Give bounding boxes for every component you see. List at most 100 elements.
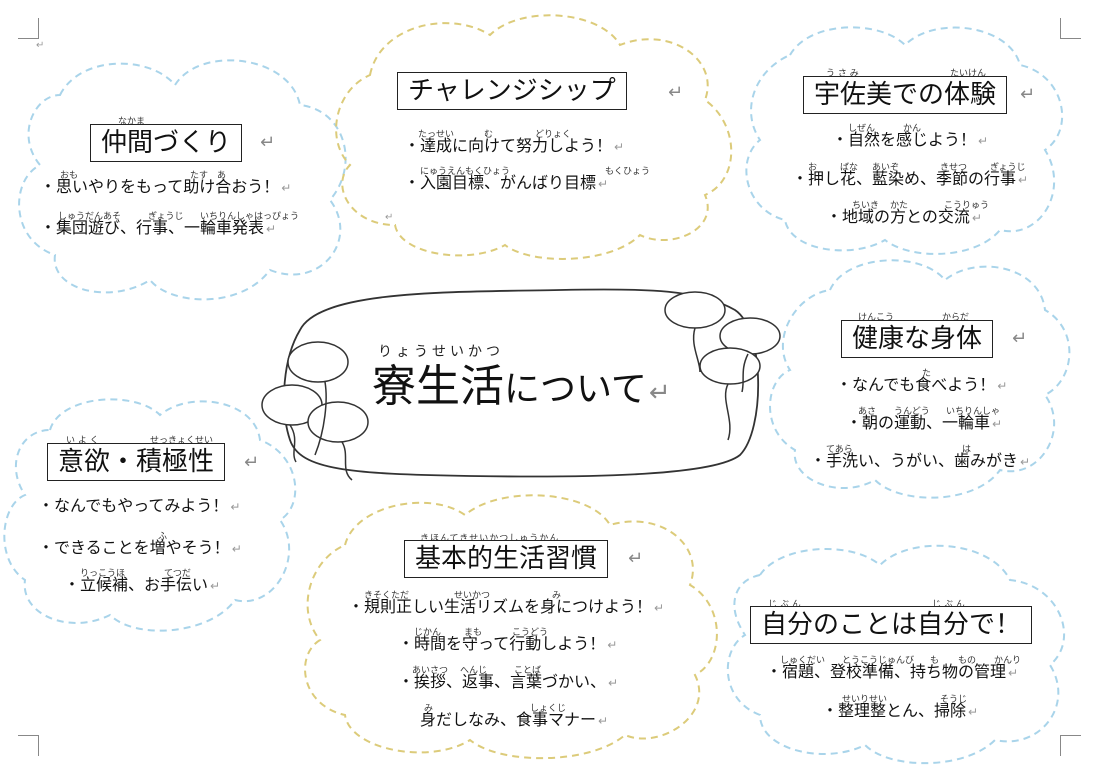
ruby: しょくじ bbox=[530, 704, 567, 714]
ruby: いちりんしゃはっぴょう bbox=[200, 212, 300, 222]
return-mark: ↵ bbox=[607, 638, 618, 652]
center-title-kana: について bbox=[504, 369, 647, 410]
return-mark: ↵ bbox=[231, 542, 242, 556]
ruby: しゅくだい bbox=[780, 656, 826, 666]
ruby: せいりせい bbox=[842, 695, 888, 705]
return-mark: ↵ bbox=[281, 181, 292, 195]
line-text: 身だしなみ、食事マナー bbox=[420, 710, 597, 729]
title-usami: 宇佐美での体験 bbox=[803, 76, 1008, 114]
return-mark: ↵ bbox=[648, 378, 671, 408]
ruby: ぎょうじ bbox=[990, 163, 1026, 173]
ruby: もくひょう bbox=[605, 167, 651, 177]
return-mark: ↵ bbox=[1018, 173, 1029, 187]
return-mark: ↵ bbox=[598, 177, 609, 191]
line-text: ・達成に向けて努力しよう！ bbox=[404, 136, 613, 155]
ruby: かん bbox=[903, 124, 922, 134]
line-kihon-2: ・時間を守って行動しよう！↵ bbox=[398, 634, 617, 655]
return-mark: ↵ bbox=[598, 714, 609, 728]
line-text: ・なんでも食べよう！ bbox=[836, 375, 996, 394]
return-mark: ↵ bbox=[614, 140, 625, 154]
ruby: にゅうえんもくひょう bbox=[420, 167, 511, 177]
title-kenkou: 健康な身体 bbox=[841, 320, 994, 358]
line-text: ・地域の方との交流 bbox=[826, 207, 970, 226]
return-mark: ↵ bbox=[260, 132, 276, 153]
return-mark: ↵ bbox=[654, 601, 665, 615]
cloud-challenge bbox=[335, 14, 733, 260]
line-nakama-2: ・集団遊び、行事、一輪車発表↵ bbox=[40, 218, 276, 239]
cloud-kenkou bbox=[769, 259, 1071, 499]
title-usami-text: 宇佐美での体験 bbox=[814, 80, 997, 110]
line-text: ・なんでもやってみよう！ bbox=[38, 496, 229, 515]
line-iyoku-3: ・立候補、お手伝い↵ bbox=[64, 575, 220, 596]
line-usami-1: ・自然を感じよう！↵ bbox=[832, 130, 988, 151]
ruby: まも bbox=[464, 628, 483, 638]
line-usami-3: ・地域の方との交流↵ bbox=[826, 207, 982, 228]
ruby: そうじ bbox=[940, 695, 968, 705]
line-jibun-1: ・宿題、登校準備、持ち物の管理↵ bbox=[766, 662, 1018, 683]
return-mark: ↵ bbox=[992, 417, 1003, 431]
title-nakama-text: 仲間づくり bbox=[101, 128, 232, 158]
ruby: み bbox=[424, 704, 434, 714]
ruby: い よ く bbox=[66, 436, 99, 446]
cloud-jibun bbox=[726, 544, 1066, 765]
line-challenge-1: ・達成に向けて努力しよう！↵ bbox=[404, 136, 624, 157]
crop-mark-bottom-left bbox=[18, 735, 39, 756]
line-kihon-1: ・規則正しい生活リズムを身につけよう！↵ bbox=[348, 597, 664, 618]
paragraph-mark: ↵ bbox=[36, 40, 45, 51]
title-iyoku-text: 意欲・積極性 bbox=[58, 447, 215, 477]
cloud-nakama bbox=[18, 59, 347, 301]
balloon-left-3 bbox=[307, 401, 369, 443]
line-kihon-4: 身だしなみ、食事マナー↵ bbox=[420, 710, 608, 731]
ruby: ちいき bbox=[852, 201, 880, 211]
line-text: ・規則正しい生活リズムを身につけよう！ bbox=[348, 597, 653, 616]
ruby: じかん bbox=[414, 628, 442, 638]
ruby: かた bbox=[890, 201, 909, 211]
crop-mark-top-left bbox=[18, 18, 39, 39]
title-jibun-text: 自分のことは自分で！ bbox=[761, 610, 1022, 640]
ruby: たっせい bbox=[418, 130, 455, 140]
cloud-kihon bbox=[304, 494, 718, 760]
line-text: ・できることを増やそう！ bbox=[38, 538, 230, 557]
ruby: しゅうだんあそ bbox=[58, 212, 122, 222]
line-text: ・宿題、登校準備、持ち物の管理 bbox=[766, 662, 1007, 681]
line-nakama-1: ・思いやりをもって助け合おう！↵ bbox=[40, 177, 291, 198]
ruby: も bbox=[930, 656, 940, 666]
crop-mark-bottom-right bbox=[1060, 735, 1081, 756]
return-mark: ↵ bbox=[668, 82, 684, 103]
ruby: けんこう bbox=[858, 313, 895, 323]
line-kenkou-1: ・なんでも食べよう！↵ bbox=[836, 375, 1007, 396]
center-title-kanji: 寮生活 bbox=[372, 361, 504, 412]
ruby: たす あ bbox=[190, 171, 227, 181]
ruby: ぎょうじ bbox=[148, 212, 184, 222]
ruby: せっきょくせい bbox=[150, 436, 214, 446]
ruby: こうどう bbox=[512, 628, 549, 638]
return-mark: ↵ bbox=[628, 548, 644, 569]
line-text: ・時間を守って行動しよう！ bbox=[398, 634, 606, 653]
line-text: ・整理整とん、掃除 bbox=[822, 701, 967, 720]
ruby: とうこうじゅんび bbox=[842, 656, 915, 666]
return-mark: ↵ bbox=[608, 676, 619, 690]
ruby: しぜん bbox=[848, 124, 876, 134]
ruby: ことば bbox=[514, 666, 542, 676]
ruby: もの bbox=[958, 656, 977, 666]
return-mark: ↵ bbox=[1020, 84, 1036, 105]
return-mark: ↵ bbox=[210, 579, 221, 593]
ruby: み bbox=[552, 591, 562, 601]
return-mark: ↵ bbox=[1008, 666, 1019, 680]
ruby: む bbox=[484, 130, 494, 140]
title-iyoku: 意欲・積極性 bbox=[47, 443, 226, 481]
ruby: からだ bbox=[942, 313, 970, 323]
title-nakama: 仲間づくり bbox=[90, 124, 243, 162]
line-text: ・手洗い、うがい、歯みがき bbox=[810, 451, 1019, 470]
title-challenge: チャレンジシップ bbox=[397, 72, 627, 110]
line-kenkou-2: ・朝の運動、一輪車↵ bbox=[846, 413, 1002, 434]
ruby: せいかつ bbox=[454, 591, 491, 601]
title-jibun: 自分のことは自分で！ bbox=[750, 606, 1033, 644]
ruby: おも bbox=[60, 171, 79, 181]
ruby: う さ み bbox=[826, 69, 859, 79]
ruby: あいぞ bbox=[872, 163, 900, 173]
line-text: ・挨拶、返事、言葉づかい、 bbox=[398, 672, 607, 691]
line-text: ・立候補、お手伝い bbox=[64, 575, 209, 594]
line-text: ・入園目標、がんばり目標 bbox=[404, 173, 597, 192]
